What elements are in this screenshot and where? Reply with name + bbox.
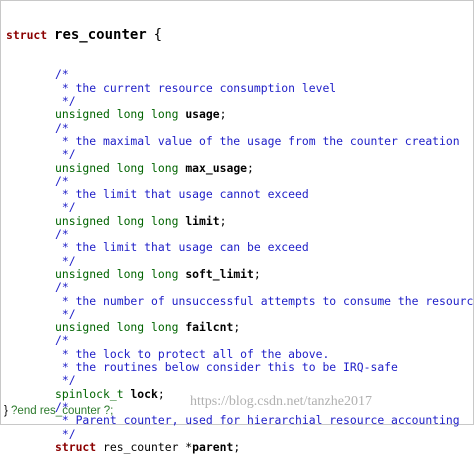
member-declaration: spinlock_t lock;	[6, 386, 474, 401]
comment-text: */	[55, 373, 76, 388]
semicolon: ;	[233, 320, 241, 335]
end-comment: ?end res_counter ?;	[7, 405, 114, 417]
comment-text: */	[55, 200, 76, 215]
comment-text: */	[55, 147, 76, 162]
comment-text: * the limit that usage can be exceed	[55, 240, 309, 255]
comment-text: * the number of unsuccessful attempts to…	[55, 293, 474, 308]
comment-line: */	[6, 94, 474, 109]
struct-header: struct res_counter {	[6, 26, 474, 43]
comment-text: /*	[55, 227, 69, 242]
comment-text: /*	[55, 67, 69, 82]
comment-text: */	[55, 426, 76, 441]
comment-text: * the routines below consider this to be…	[55, 360, 398, 375]
comment-text: /*	[55, 280, 69, 295]
comment-text: /*	[55, 120, 69, 135]
struct-name: res_counter	[54, 26, 147, 43]
comment-line: /*	[6, 120, 474, 135]
comment-text: * the limit that usage cannot exceed	[55, 187, 309, 202]
comment-line: * the maximal value of the usage from th…	[6, 133, 474, 148]
comment-line: /*	[6, 173, 474, 188]
comment-text: */	[55, 306, 76, 321]
comment-text: * Parent counter, used for hierarchial r…	[55, 413, 460, 428]
member-type: unsigned long long	[55, 160, 179, 175]
comment-line: * the current resource consumption level	[6, 80, 474, 95]
member-declaration: unsigned long long soft_limit;	[6, 266, 474, 281]
comment-text: */	[55, 94, 76, 109]
comment-line: * Parent counter, used for hierarchial r…	[6, 414, 474, 427]
comment-line: */	[6, 426, 474, 441]
comment-text: /*	[55, 173, 69, 188]
semicolon: ;	[219, 107, 227, 122]
comment-line: */	[6, 306, 474, 321]
comment-line: /*	[6, 399, 474, 414]
member-type: unsigned long long	[55, 320, 179, 335]
member-name: usage	[185, 107, 220, 122]
comment-line: */	[6, 374, 474, 387]
open-brace: {	[153, 26, 163, 43]
member-name: lock	[130, 386, 158, 401]
semicolon: ;	[219, 213, 227, 228]
comment-line: * the lock to protect all of the above.	[6, 346, 474, 361]
struct-footer: } ?end res_counter ?;	[4, 405, 113, 417]
member-type: unsigned long long	[55, 213, 179, 228]
member-name: max_usage	[185, 160, 248, 175]
semicolon: ;	[247, 160, 254, 175]
comment-line: */	[6, 201, 474, 214]
member-name: soft_limit	[185, 266, 254, 281]
member-name: limit	[185, 213, 220, 228]
member-list: /* * the current resource consumption le…	[6, 68, 474, 454]
member-type: struct res_counter *	[55, 440, 192, 454]
member-declaration: struct res_counter *parent;	[6, 439, 474, 454]
comment-line: * the routines below consider this to be…	[6, 360, 474, 375]
comment-line: */	[6, 148, 474, 161]
struct-keyword: struct	[55, 439, 97, 454]
member-type: spinlock_t	[55, 386, 124, 401]
comment-line: * the limit that usage can be exceed	[6, 241, 474, 254]
member-declaration: unsigned long long failcnt;	[6, 320, 474, 335]
semicolon: ;	[253, 266, 261, 281]
member-name: parent	[192, 439, 234, 454]
comment-line: /*	[6, 281, 474, 294]
member-declaration: unsigned long long limit;	[6, 213, 474, 228]
struct-keyword: struct	[6, 27, 48, 42]
member-type: unsigned long long	[55, 107, 179, 122]
close-brace: }	[4, 405, 8, 417]
comment-text: * the current resource consumption level	[55, 80, 337, 95]
code-block: struct res_counter { /* * the current re…	[6, 2, 474, 467]
comment-line: * the limit that usage cannot exceed	[6, 188, 474, 201]
member-declaration: unsigned long long usage;	[6, 108, 474, 121]
semicolon: ;	[157, 386, 165, 401]
comment-text: /*	[55, 399, 69, 414]
member-declaration: unsigned long long max_usage;	[6, 160, 474, 175]
comment-text: * the lock to protect all of the above.	[55, 346, 330, 361]
comment-line: * the number of unsuccessful attempts to…	[6, 293, 474, 308]
comment-text: * the maximal value of the usage from th…	[55, 133, 460, 148]
comment-line: */	[6, 253, 474, 268]
member-type: unsigned long long	[55, 266, 179, 281]
semicolon: ;	[233, 439, 241, 454]
comment-text: /*	[55, 333, 69, 348]
comment-text: */	[55, 253, 76, 268]
comment-line: /*	[6, 68, 474, 81]
comment-line: /*	[6, 227, 474, 242]
comment-line: /*	[6, 334, 474, 347]
type-name: res_counter *	[96, 439, 193, 454]
watermark: https://blog.csdn.net/tanzhe2017	[190, 394, 372, 409]
member-name: failcnt	[185, 320, 234, 335]
